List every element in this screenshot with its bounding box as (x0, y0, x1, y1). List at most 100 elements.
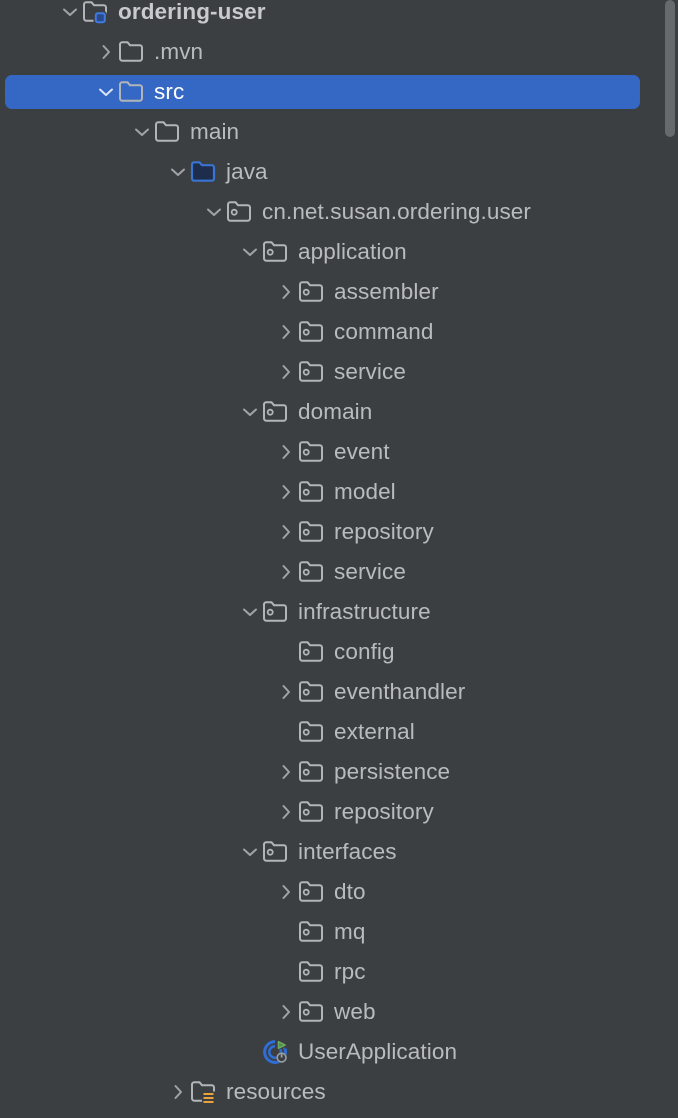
package-icon (262, 392, 290, 432)
expander-placeholder (274, 632, 298, 672)
folder-icon (118, 72, 146, 112)
tree-row[interactable]: mq (0, 912, 678, 952)
tree-row-label: main (190, 119, 240, 144)
package-icon (298, 632, 326, 672)
tree-row[interactable]: assembler (0, 272, 678, 312)
tree-row[interactable]: command (0, 312, 678, 352)
tree-row-label: dto (334, 879, 366, 904)
tree-row-label: web (334, 999, 376, 1024)
tree-row[interactable]: model (0, 472, 678, 512)
tree-row-label: external (334, 719, 415, 744)
package-icon (298, 472, 326, 512)
chevron-right-icon[interactable] (274, 272, 298, 312)
chevron-down-icon[interactable] (238, 592, 262, 632)
expander-placeholder (274, 712, 298, 752)
tree-row-label: ordering-user (118, 0, 266, 24)
folder-icon (118, 32, 146, 72)
package-icon (262, 232, 290, 272)
folder-icon (154, 112, 182, 152)
chevron-right-icon[interactable] (274, 432, 298, 472)
tree-row[interactable]: service (0, 352, 678, 392)
tree-row-selection-highlight (5, 75, 640, 109)
tree-row-label: repository (334, 799, 434, 824)
package-icon (298, 872, 326, 912)
tree-row-label: UserApplication (298, 1039, 458, 1064)
chevron-down-icon[interactable] (238, 392, 262, 432)
tree-row-label: domain (298, 399, 373, 424)
package-icon (298, 912, 326, 952)
tree-row[interactable]: interfaces (0, 832, 678, 872)
chevron-down-icon[interactable] (166, 152, 190, 192)
expander-placeholder (274, 912, 298, 952)
tree-row[interactable]: eventhandler (0, 672, 678, 712)
package-icon (298, 432, 326, 472)
chevron-down-icon[interactable] (238, 832, 262, 872)
chevron-right-icon[interactable] (274, 792, 298, 832)
package-icon (226, 192, 254, 232)
chevron-right-icon[interactable] (274, 992, 298, 1032)
tree-row-label: .mvn (154, 39, 204, 64)
tree-row-label: rpc (334, 959, 366, 984)
tree-row-label: persistence (334, 759, 451, 784)
chevron-down-icon[interactable] (94, 72, 118, 112)
tree-row[interactable]: .mvn (0, 32, 678, 72)
tree-row[interactable]: domain (0, 392, 678, 432)
tree-row[interactable]: resources (0, 1072, 678, 1112)
tree-row-label: command (334, 319, 434, 344)
tree-row-label: mq (334, 919, 366, 944)
vertical-scrollbar-thumb[interactable] (665, 0, 675, 137)
resources-root-folder-icon (190, 1072, 218, 1112)
chevron-right-icon[interactable] (274, 552, 298, 592)
chevron-right-icon[interactable] (274, 312, 298, 352)
chevron-down-icon[interactable] (202, 192, 226, 232)
package-icon (298, 552, 326, 592)
tree-row[interactable]: web (0, 992, 678, 1032)
chevron-down-icon[interactable] (58, 0, 82, 32)
tree-row[interactable]: event (0, 432, 678, 472)
tree-row-label: resources (226, 1079, 326, 1104)
tree-row-label: infrastructure (298, 599, 431, 624)
chevron-right-icon[interactable] (274, 352, 298, 392)
tree-row[interactable]: src (0, 72, 678, 112)
tree-row-label: application (298, 239, 407, 264)
chevron-right-icon[interactable] (274, 672, 298, 712)
tree-row[interactable]: repository (0, 792, 678, 832)
package-icon (298, 752, 326, 792)
package-icon (298, 312, 326, 352)
chevron-right-icon[interactable] (274, 752, 298, 792)
package-icon (298, 792, 326, 832)
expander-placeholder (274, 952, 298, 992)
package-icon (298, 952, 326, 992)
package-icon (298, 712, 326, 752)
chevron-right-icon[interactable] (274, 872, 298, 912)
vertical-scrollbar[interactable] (665, 0, 678, 1118)
chevron-right-icon[interactable] (274, 512, 298, 552)
package-icon (298, 272, 326, 312)
chevron-down-icon[interactable] (130, 112, 154, 152)
tree-row-label: service (334, 559, 406, 584)
tree-row[interactable]: external (0, 712, 678, 752)
tree-row[interactable]: rpc (0, 952, 678, 992)
spring-boot-run-icon (262, 1032, 290, 1072)
tree-row[interactable]: ordering-user (0, 0, 678, 32)
package-icon (262, 592, 290, 632)
chevron-right-icon[interactable] (94, 32, 118, 72)
chevron-right-icon[interactable] (166, 1072, 190, 1112)
module-folder-icon (82, 0, 110, 32)
tree-row[interactable]: application (0, 232, 678, 272)
sources-root-folder-icon (190, 152, 218, 192)
tree-row[interactable]: service (0, 552, 678, 592)
tree-row[interactable]: java (0, 152, 678, 192)
tree-row[interactable]: main (0, 112, 678, 152)
chevron-down-icon[interactable] (238, 232, 262, 272)
tree-row[interactable]: config (0, 632, 678, 672)
tree-row[interactable]: cn.net.susan.ordering.user (0, 192, 678, 232)
tree-row[interactable]: persistence (0, 752, 678, 792)
tree-row[interactable]: dto (0, 872, 678, 912)
tree-row[interactable]: repository (0, 512, 678, 552)
tree-row-label: repository (334, 519, 434, 544)
tree-row[interactable]: infrastructure (0, 592, 678, 632)
tree-row[interactable]: UserApplication (0, 1032, 678, 1072)
chevron-right-icon[interactable] (274, 472, 298, 512)
